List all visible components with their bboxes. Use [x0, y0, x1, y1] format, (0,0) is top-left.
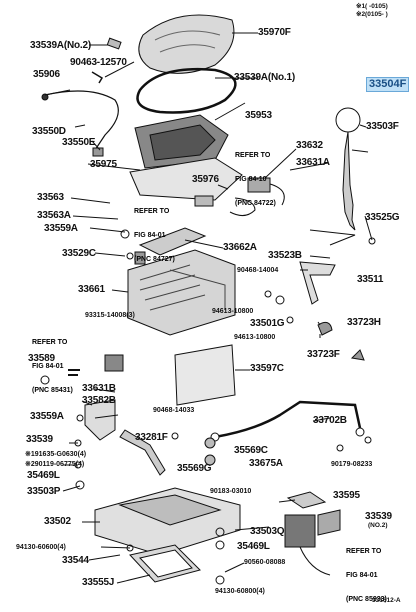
refer-note-84-01-pnc84727[interactable]: REFER TO FIG 84-01 (PNC 84727): [134, 192, 175, 272]
part-33550e[interactable]: 33550E: [62, 137, 96, 148]
part-33702b[interactable]: 33702B: [313, 415, 347, 426]
refer-note-84727-line2: FIG 84-01: [134, 232, 166, 239]
shift-housing-drawing: [127, 249, 236, 336]
shift-lever-drawing: [342, 131, 356, 231]
part-35569c[interactable]: 35569C: [234, 445, 268, 456]
refer-note-85933-line1: REFER TO: [346, 548, 382, 555]
part-90119-06775[interactable]: ※290119-06775(4): [25, 461, 85, 468]
part-33503f[interactable]: 33503F: [366, 121, 399, 132]
part-33597c[interactable]: 33597C: [250, 363, 284, 374]
part-35469l-right[interactable]: 35469L: [237, 541, 270, 552]
part-33504f-highlighted[interactable]: 33504F: [366, 77, 410, 92]
part-90560-08088[interactable]: 90560-08088: [244, 559, 286, 566]
part-33563[interactable]: 33563: [37, 192, 64, 203]
bracket-33582b-drawing: [84, 399, 116, 441]
part-33544[interactable]: 33544: [62, 555, 89, 566]
part-33662a[interactable]: 33662A: [223, 242, 257, 253]
part-33589[interactable]: 33589: [28, 353, 55, 364]
part-33503q[interactable]: 33503Q: [250, 526, 285, 537]
part-33501g[interactable]: 33501G: [250, 318, 285, 329]
shift-knob-drawing: [335, 107, 361, 133]
part-33503p[interactable]: 33503P: [27, 486, 61, 497]
refer-note-85431-line3: (PNC 85431): [32, 387, 73, 394]
part-35953[interactable]: 35953: [245, 110, 272, 121]
part-33539a-no2[interactable]: 33539A(No.2): [30, 40, 91, 51]
solenoid-drawing: [104, 354, 124, 372]
part-33582b[interactable]: 33582B: [82, 395, 116, 406]
cover-plate-drawing: [129, 157, 243, 201]
part-90468-14033[interactable]: 90468-14033: [153, 407, 195, 414]
part-35469l-left[interactable]: 35469L: [27, 470, 60, 481]
part-35975[interactable]: 35975: [90, 159, 117, 170]
part-90183-03010[interactable]: 90183-03010: [210, 488, 252, 495]
detent-plate-drawing: [138, 227, 207, 256]
shift-boot-drawing: [138, 14, 235, 74]
part-91635-g0630[interactable]: ※191635-G0630(4): [25, 451, 87, 458]
part-33595[interactable]: 33595: [333, 490, 360, 501]
refer-note-84-10-line2: FIG 84-10: [235, 176, 267, 183]
refer-note-84-01-pnc85933[interactable]: REFER TO FIG 84-01 (PNC 85933): [346, 532, 387, 612]
part-90463-12570[interactable]: 90463-12570: [70, 57, 127, 68]
part-35970f[interactable]: 35970F: [258, 27, 291, 38]
refer-note-85431-line1: REFER TO: [32, 339, 68, 346]
plate-33597c-drawing: [174, 344, 236, 406]
part-35976[interactable]: 35976: [192, 174, 219, 185]
refer-note-85933-line2: FIG 84-01: [346, 572, 378, 579]
refer-note-84-01-pnc85431[interactable]: REFER TO FIG 84-01 (PNC 85431): [32, 323, 73, 403]
part-94130-60600[interactable]: 94130-60600(4): [16, 544, 66, 551]
refer-note-84-10[interactable]: REFER TO FIG 84-10 (PNC 84722): [235, 136, 276, 216]
refer-note-84-10-line1: REFER TO: [235, 152, 271, 159]
part-35906[interactable]: 35906: [33, 69, 60, 80]
figure-code: 331612-A: [372, 597, 401, 604]
lever-arm-drawing: [299, 261, 336, 305]
part-33559a-low[interactable]: 33559A: [30, 411, 64, 422]
part-94613-10800-mid[interactable]: 94613-10800: [234, 334, 276, 341]
module-33539-drawing: [284, 514, 316, 548]
validity-note-1: ※1( -0105): [356, 3, 388, 10]
part-33539-no2-suffix: (NO.2): [368, 522, 388, 529]
shift-rod-drawing: [214, 400, 362, 439]
part-33511[interactable]: 33511: [357, 274, 384, 285]
part-33723h[interactable]: 33723H: [347, 317, 381, 328]
part-33675a[interactable]: 33675A: [249, 458, 283, 469]
part-93315-14008[interactable]: 93315-14008(3): [85, 312, 135, 319]
part-33631b[interactable]: 33631B: [82, 383, 116, 394]
part-33555j[interactable]: 33555J: [82, 577, 115, 588]
part-94613-10800-top[interactable]: 94613-10800: [212, 308, 254, 315]
part-33523b[interactable]: 33523B: [268, 250, 302, 261]
part-33539a-no1[interactable]: 33539A(No.1): [234, 72, 295, 83]
part-94130-60800[interactable]: 94130-60800(4): [215, 588, 265, 595]
part-33661[interactable]: 33661: [78, 284, 105, 295]
part-33559a-top[interactable]: 33559A: [44, 223, 78, 234]
refer-note-85933-line3: (PNC 85933): [346, 596, 387, 603]
part-33632[interactable]: 33632: [296, 140, 323, 151]
part-33723f[interactable]: 33723F: [307, 349, 340, 360]
refer-note-84727-line1: REFER TO: [134, 208, 170, 215]
part-33563a[interactable]: 33563A: [37, 210, 71, 221]
part-33631a-top[interactable]: 33631A: [296, 157, 330, 168]
part-90179-08233[interactable]: 90179-08233: [331, 461, 373, 468]
part-33281f[interactable]: 33281F: [135, 432, 168, 443]
part-90468-14004[interactable]: 90468-14004: [237, 267, 279, 274]
refer-note-84727-line3: (PNC 84727): [134, 256, 175, 263]
refer-note-85431-line2: FIG 84-01: [32, 363, 64, 370]
boot-ring-drawing: [136, 67, 237, 114]
part-33525g[interactable]: 33525G: [365, 212, 400, 223]
part-33550d[interactable]: 33550D: [32, 126, 66, 137]
part-33529c[interactable]: 33529C: [62, 248, 96, 259]
connector-drawing: [92, 147, 104, 157]
part-33539-no2[interactable]: 33539: [365, 511, 392, 522]
validity-note-2: ※2(0105- ): [356, 11, 388, 18]
part-33502[interactable]: 33502: [44, 516, 71, 527]
part-33539[interactable]: 33539: [26, 434, 53, 445]
part-35569g[interactable]: 35569G: [177, 463, 212, 474]
refer-note-84-10-line3: (PNC 84722): [235, 200, 276, 207]
